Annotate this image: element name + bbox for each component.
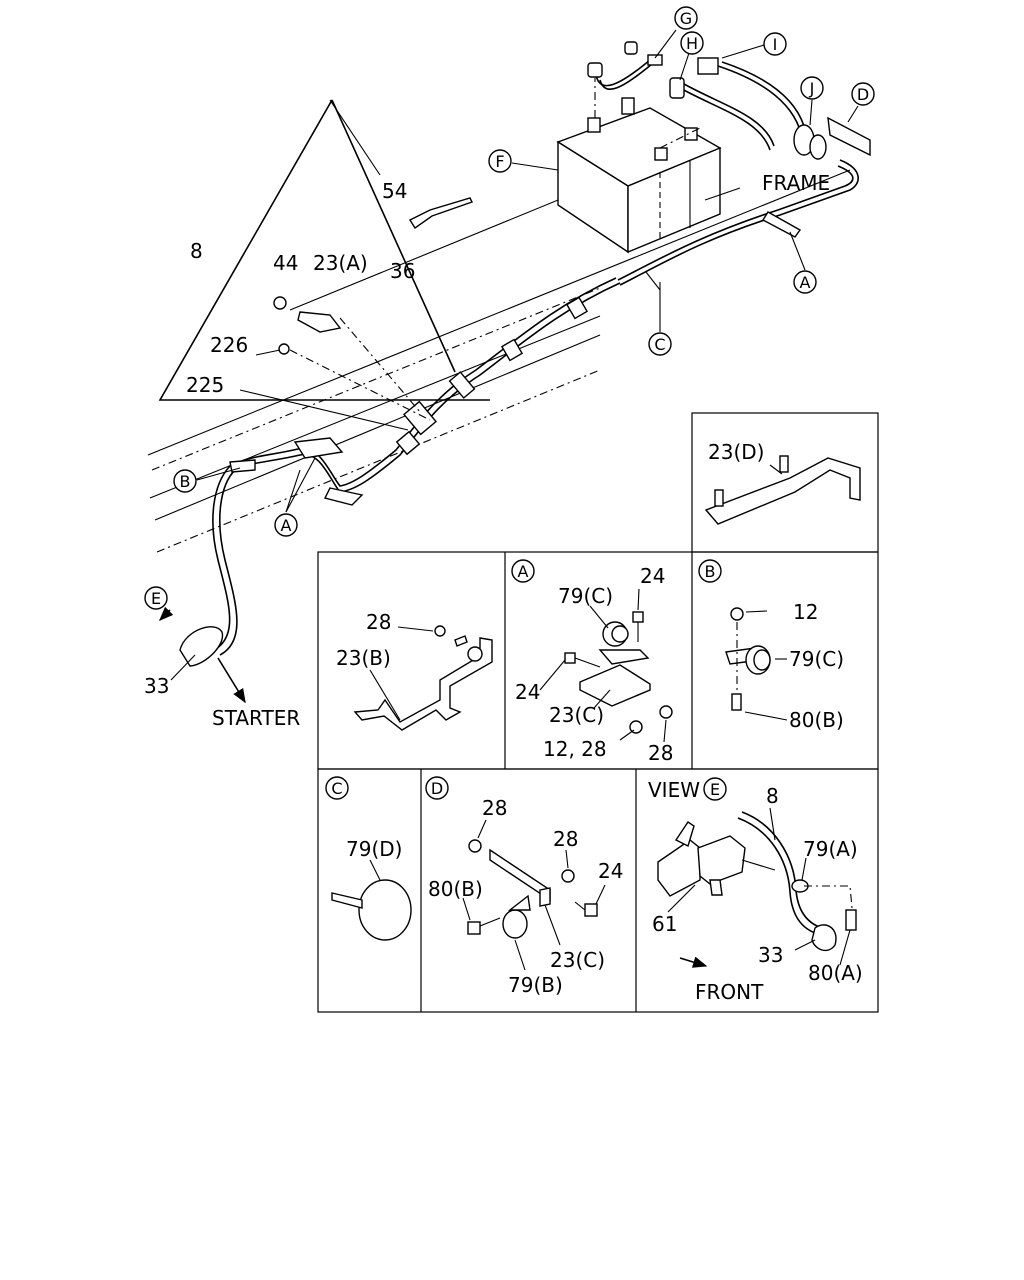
label-d-80b: 80(B): [428, 877, 483, 901]
detail-panels: [317, 412, 879, 1013]
panel-b: B 12 79(C) 80(B): [698, 559, 844, 732]
label-a-28: 28: [648, 741, 673, 765]
panel-d-title: D: [431, 779, 443, 798]
main-view: G H I J D F A C B A E FRAME STARTER: [144, 6, 875, 730]
label-e-79a: 79(A): [803, 837, 858, 861]
callout-c: C: [654, 335, 665, 354]
callout-i: I: [773, 35, 778, 54]
panel-a-title: A: [518, 562, 529, 581]
label-e-80a: 80(A): [808, 961, 863, 985]
label-54: 54: [382, 179, 407, 203]
label-28-b: 28: [366, 610, 391, 634]
label-d-79b: 79(B): [508, 973, 563, 997]
label-e-33: 33: [758, 943, 783, 967]
callout-a: A: [800, 273, 811, 292]
label-e-61: 61: [652, 912, 677, 936]
label-d-28-top: 28: [482, 796, 507, 820]
label-d-28-mid: 28: [553, 827, 578, 851]
triangle-parts: [273, 197, 473, 421]
leader-lines: [170, 29, 859, 681]
label-d-23c: 23(C): [550, 948, 605, 972]
panel-c-title: C: [331, 779, 342, 798]
harness: [212, 211, 802, 656]
callout-j: J: [809, 79, 815, 98]
panel-view-e: VIEW E 8 79(A) 61 33 80(A) FRONT: [648, 777, 863, 1004]
main-callouts: G H I J D F A C B A E: [144, 6, 875, 610]
callout-f: F: [495, 152, 504, 171]
callout-a2: A: [281, 516, 292, 535]
callout-e: E: [151, 589, 161, 608]
frame-rail: [147, 149, 851, 553]
callout-d: D: [857, 85, 869, 104]
label-c-79d: 79(D): [346, 837, 402, 861]
main-labels: FRAME STARTER 8 54 44 23(A) 36 226 225 3…: [144, 171, 830, 730]
panel-23b: 28 23(B): [336, 610, 493, 731]
panel-b-title: B: [705, 562, 716, 581]
label-b-80b: 80(B): [789, 708, 844, 732]
label-8: 8: [190, 239, 203, 263]
label-d-24: 24: [598, 859, 623, 883]
label-e-8: 8: [766, 784, 779, 808]
callout-h: H: [686, 34, 698, 53]
label-23d: 23(D): [708, 440, 764, 464]
label-a-24-left: 24: [515, 680, 540, 704]
panel-c: C 79(D): [325, 776, 412, 941]
starter-end: [158, 606, 246, 704]
detail-triangle: [158, 99, 490, 401]
label-b-79c: 79(C): [789, 647, 844, 671]
panel-d: D 28 28 24 80(B) 23(C) 79(B): [425, 776, 623, 997]
callout-g: G: [680, 9, 692, 28]
battery: [556, 78, 722, 254]
panel-e-view-label: VIEW: [648, 778, 700, 802]
label-225: 225: [186, 373, 224, 397]
label-a-23c: 23(C): [549, 703, 604, 727]
label-a-24-top: 24: [640, 564, 665, 588]
label-a-79c: 79(C): [558, 584, 613, 608]
label-33: 33: [144, 674, 169, 698]
label-23a: 23(A): [313, 251, 368, 275]
label-226: 226: [210, 333, 248, 357]
label-e-front: FRONT: [695, 980, 764, 1004]
battery-cables: [587, 41, 871, 286]
label-frame: FRAME: [762, 171, 830, 195]
label-36: 36: [390, 259, 415, 283]
panel-e-title: E: [710, 780, 720, 799]
callout-b: B: [180, 472, 191, 491]
label-23b: 23(B): [336, 646, 391, 670]
panel-a: A 79(C) 24 24 23(C) 12, 28 28: [511, 559, 673, 765]
label-starter: STARTER: [212, 706, 300, 730]
label-44: 44: [273, 251, 298, 275]
label-a-12-28: 12, 28: [543, 737, 607, 761]
panel-d-top: 23(D): [704, 440, 861, 525]
label-b-12: 12: [793, 600, 818, 624]
